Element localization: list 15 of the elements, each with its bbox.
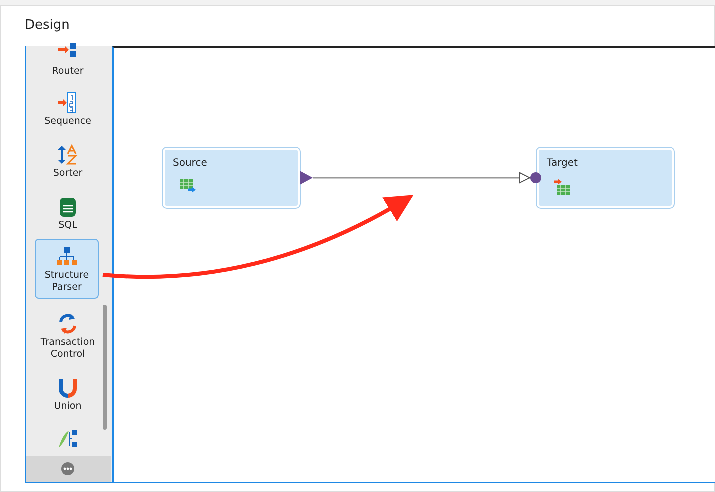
selected-palette-item xyxy=(35,239,99,299)
item-label: Union xyxy=(54,401,82,412)
card-title: Target xyxy=(547,158,578,169)
item-label: Structure Parser xyxy=(44,270,90,293)
panel-title: Design xyxy=(25,18,70,33)
item-label: Sequence xyxy=(44,116,92,127)
transformation-card xyxy=(163,148,300,208)
item-label: SQL xyxy=(58,220,78,231)
arrow xyxy=(102,195,414,280)
transformation-card xyxy=(537,148,674,208)
item-label: Sorter xyxy=(53,168,83,179)
arrow xyxy=(313,172,530,184)
item-label: Transaction Control xyxy=(40,337,96,360)
card-title: Source xyxy=(173,158,208,169)
item-label: Router xyxy=(52,66,84,77)
